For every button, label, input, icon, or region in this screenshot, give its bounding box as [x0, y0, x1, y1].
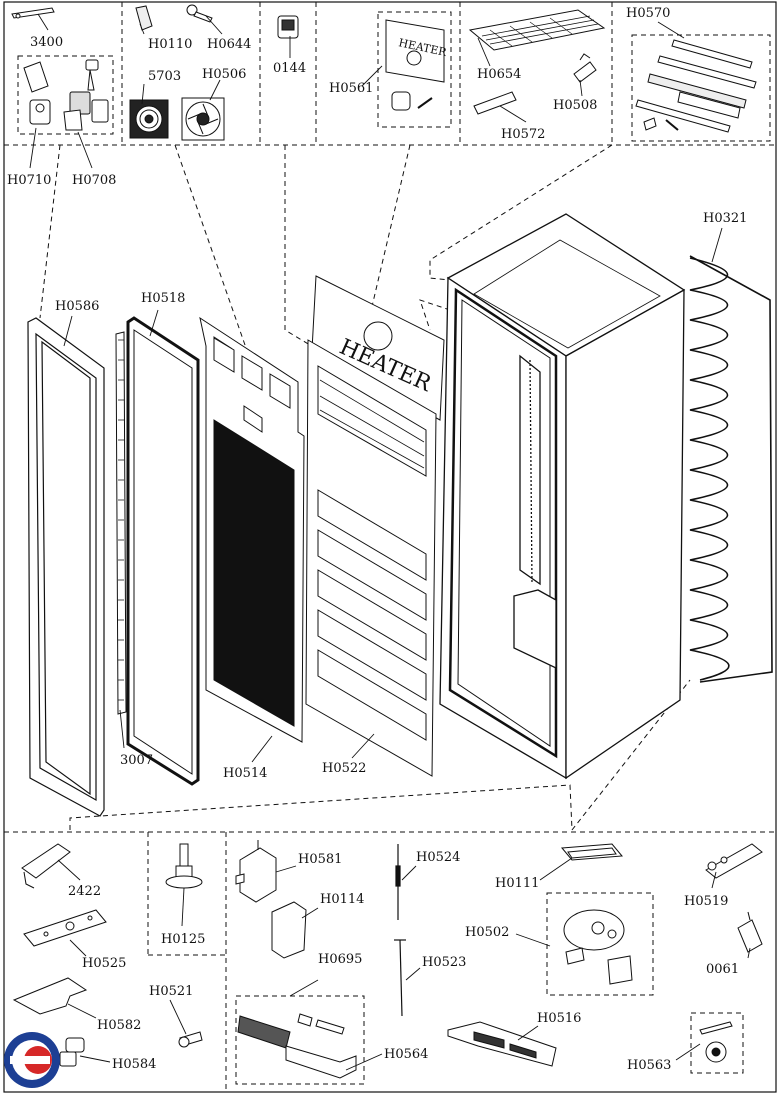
part-h0518-gasket [126, 316, 200, 786]
label-h0506: H0506 [202, 67, 247, 82]
label-h0521: H0521 [149, 984, 194, 999]
label-3400: 3400 [30, 35, 64, 50]
part-h0524-probe [395, 844, 401, 920]
part-h0710-clip [23, 61, 51, 125]
label-h0695: H0695 [318, 952, 363, 967]
label-h0519: H0519 [684, 894, 729, 909]
part-h0522-evaporator [305, 275, 445, 777]
label-h0125: H0125 [161, 932, 206, 947]
label-h0321: H0321 [703, 211, 748, 226]
label-h0581: H0581 [298, 852, 343, 867]
label-h0644: H0644 [207, 37, 252, 52]
brand-logo [4, 1032, 60, 1088]
label-h0508: H0508 [553, 98, 598, 113]
part-h0654-shelf [468, 9, 606, 51]
bottom-section-dividers [4, 679, 776, 1090]
part-h0114-bracket [271, 901, 307, 959]
label-h0525: H0525 [82, 956, 127, 971]
label-h0114: H0114 [320, 892, 365, 907]
label-h0111: H0111 [495, 876, 540, 891]
part-h0508-bracket [573, 53, 597, 83]
part-h0516-tray [447, 1021, 557, 1067]
part-5703-fan-guard [129, 99, 169, 139]
part-3400-hook [11, 7, 55, 19]
part-h0581-box [235, 840, 277, 903]
label-h0522: H0522 [322, 761, 367, 776]
part-h0695-board [237, 1013, 345, 1049]
part-h0561-heater-plate [385, 19, 445, 111]
label-h0563: H0563 [627, 1058, 672, 1073]
label-2422: 2422 [68, 884, 102, 899]
label-h0524: H0524 [416, 850, 461, 865]
label-h0654: H0654 [477, 67, 522, 82]
part-h0564-tray [285, 1045, 357, 1079]
label-h0110: H0110 [148, 37, 193, 52]
label-h0584: H0584 [112, 1057, 157, 1072]
label-h0708: H0708 [72, 173, 117, 188]
part-h0506-fan [181, 97, 225, 141]
part-3007-strip [115, 331, 127, 715]
part-h0644-screw [186, 4, 213, 23]
part-h0523-probe [394, 939, 406, 1017]
top-strip-dividers [4, 2, 776, 146]
leader-lines [29, 13, 751, 1071]
part-h0110-plug [135, 5, 153, 31]
label-h0586: H0586 [55, 299, 100, 314]
part-h0321-condenser [689, 255, 773, 683]
part-2422-foot [21, 843, 71, 889]
label-0061: 0061 [706, 962, 740, 977]
part-h0584-hinge [59, 1037, 85, 1067]
part-h0111-tray [560, 843, 624, 861]
part-h0586-door [27, 317, 105, 817]
part-h0563-lock [699, 1021, 733, 1063]
part-cabinet [439, 213, 686, 780]
part-h0570-light-assembly [635, 39, 757, 133]
label-h0516: H0516 [537, 1011, 582, 1026]
label-5703: 5703 [148, 69, 182, 84]
part-h0521-bolt [178, 1031, 203, 1048]
part-h0572-tube [473, 91, 517, 115]
label-h0564: H0564 [384, 1047, 429, 1062]
guide-lines [39, 144, 613, 346]
label-h0502: H0502 [465, 925, 510, 940]
label-h0710: H0710 [7, 173, 52, 188]
part-h0708-hinge [63, 59, 109, 131]
outer-frame [3, 1, 777, 1093]
part-h0582-plate [12, 977, 88, 1015]
part-0061-drier [737, 911, 763, 953]
label-h0523: H0523 [422, 955, 467, 970]
label-h0514: H0514 [223, 766, 268, 781]
label-h0561: H0561 [329, 81, 374, 96]
label-h0570: H0570 [626, 6, 671, 21]
part-h0125-leg [165, 843, 203, 889]
label-h0518: H0518 [141, 291, 186, 306]
part-0144-switch [277, 15, 299, 39]
part-h0525-plate [23, 909, 107, 947]
label-0144: 0144 [273, 61, 307, 76]
label-h0572: H0572 [501, 127, 546, 142]
part-h0502-compressor [563, 909, 633, 985]
part-h0514-panel [199, 316, 305, 743]
label-3007: 3007 [120, 753, 154, 768]
label-h0582: H0582 [97, 1018, 142, 1033]
part-h0519-valve [705, 843, 763, 879]
